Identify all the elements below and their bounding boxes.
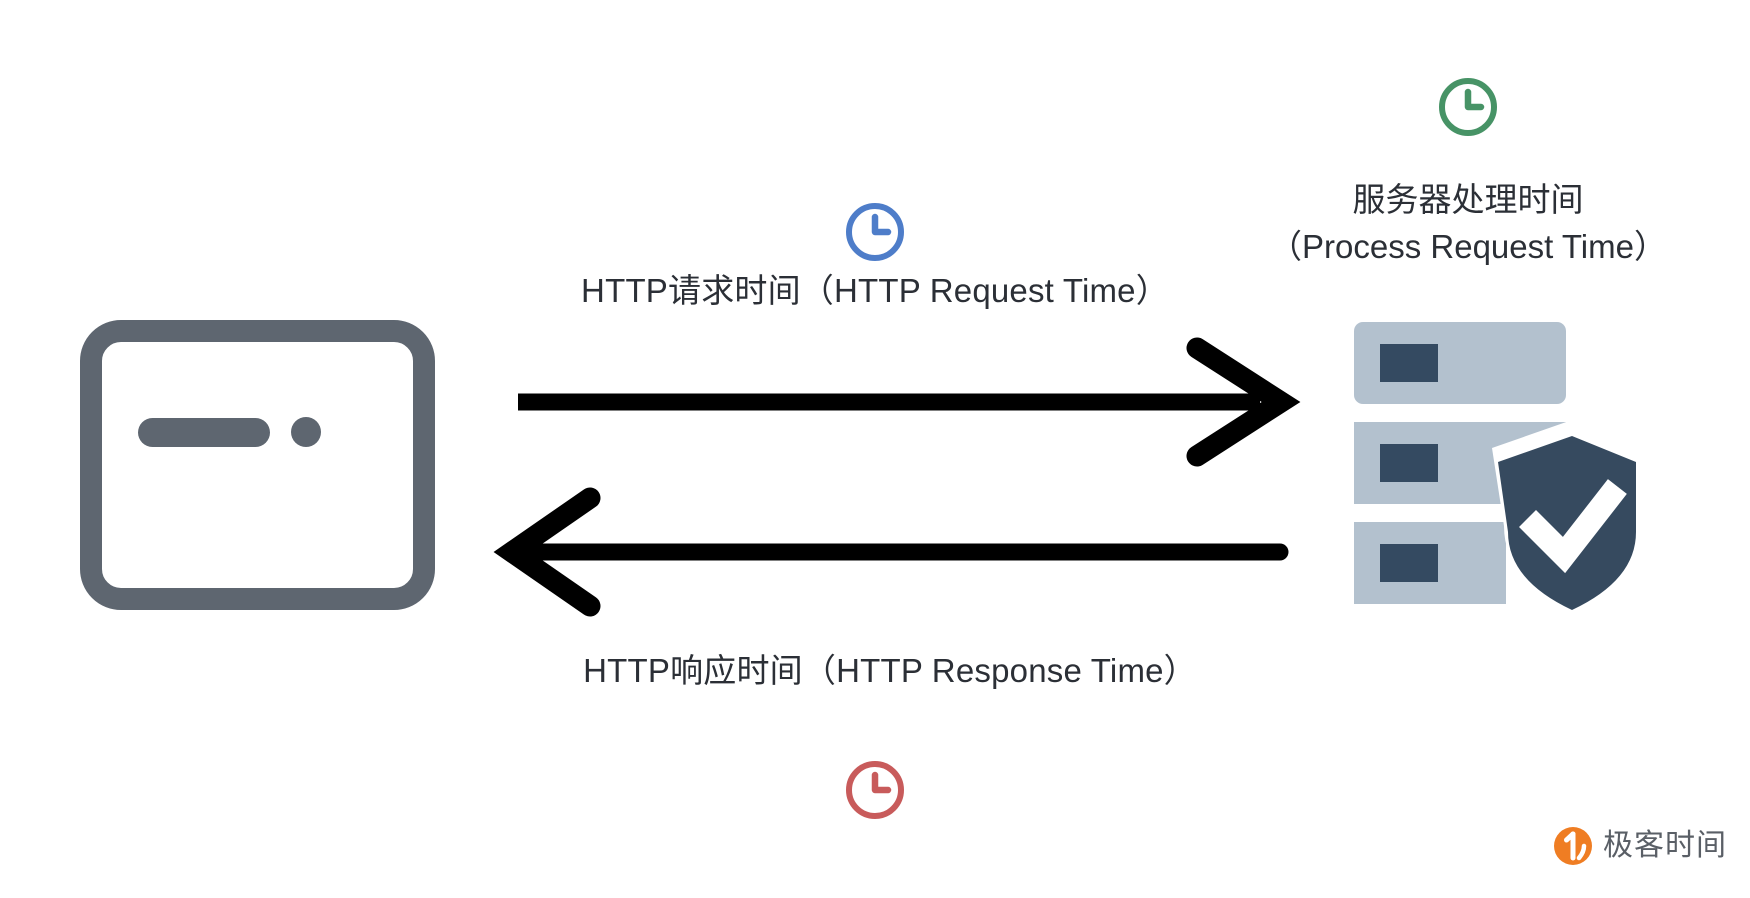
clock-icon-response [846,761,904,819]
clock-icon-server [1439,78,1497,136]
request-arrow [518,337,1301,467]
geekbang-logo: 极客时间 [1552,818,1727,874]
server-time-label-line1: 服务器处理时间 [1352,181,1584,218]
server-time-label: 服务器处理时间 （Process Request Time） [1269,177,1667,271]
http-request-time-label: HTTP请求时间（HTTP Request Time） [581,272,1169,309]
server-time-label-line2: （Process Request Time） [1269,227,1667,265]
clock-icon-request [846,203,904,261]
server-stack-icon [1354,322,1640,612]
geekbang-logo-text: 极客时间 [1603,829,1727,862]
response-arrow [493,487,1289,617]
geekbang-logo-mark-icon [1554,827,1592,865]
browser-window-icon [80,320,435,610]
http-response-time-label: HTTP响应时间（HTTP Response Time） [583,652,1197,689]
